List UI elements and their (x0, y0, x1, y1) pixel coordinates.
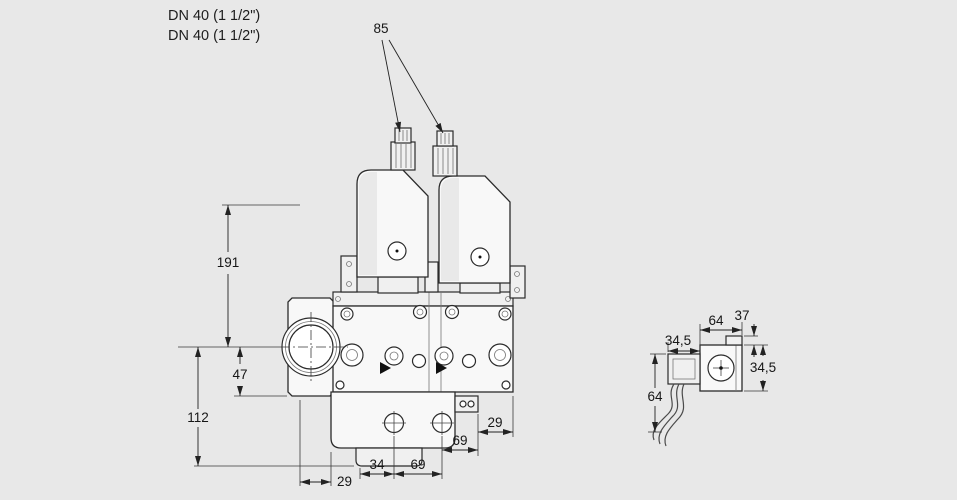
dim-cap-spacing-85: 85 (373, 21, 388, 36)
flow-arrow-icon (380, 362, 391, 374)
dim-body-height-34-5: 34,5 (750, 360, 776, 375)
terminal-screw (346, 261, 352, 267)
right-cap-knurling (437, 148, 454, 174)
side-view (652, 335, 743, 447)
side-port (467, 400, 475, 408)
lower-step (355, 447, 423, 467)
body-ports (335, 304, 512, 390)
rail-screw (335, 296, 341, 302)
port-center-dot (719, 366, 723, 370)
dim-center-to-bottom-112: 112 (187, 410, 209, 425)
rail-screw (505, 296, 511, 302)
dim-total-height-64: 64 (647, 389, 663, 404)
left-actuator-shade (359, 172, 377, 275)
connector-plug-face (672, 358, 696, 380)
flow-arrow-icon (436, 362, 447, 374)
terminal-screw (346, 281, 352, 287)
dim-center-to-flange-47: 47 (232, 367, 247, 382)
right-indicator-dot (478, 255, 482, 259)
connection-size-line1: DN 40 (1 1/2") (168, 8, 261, 24)
dim-body-width-64: 64 (708, 313, 724, 328)
right-actuator-shade (441, 178, 459, 281)
side-port (459, 400, 467, 408)
port-centerlines (382, 411, 454, 435)
side-view-dimensions: 34,5 64 37 34,5 64 (647, 308, 776, 433)
actuator-neck (377, 276, 419, 294)
dim-leader (381, 39, 402, 133)
terminal-box (509, 265, 526, 299)
body-top-rail (332, 291, 514, 307)
dim-port-spacing-69-right: 69 (452, 433, 467, 448)
valve-body (332, 305, 514, 393)
dim-leader (388, 39, 444, 134)
dim-plug-width-34-5: 34,5 (665, 333, 691, 348)
front-view (280, 127, 526, 467)
actuator-neck (459, 282, 501, 294)
front-view-dimensions: 85 191 47 112 29 (178, 21, 514, 489)
dim-edge-offset-29: 29 (487, 415, 502, 430)
dim-port-offset-34: 34 (369, 457, 385, 472)
dim-port-spacing-69-left: 69 (410, 457, 425, 472)
left-cap-knurling (395, 144, 412, 168)
right-knob-knurling (440, 133, 450, 144)
side-body-tab (725, 335, 743, 346)
terminal-screw (514, 271, 520, 277)
connection-size-label: DN 40 (1 1/2") DN 40 (1 1/2") (168, 6, 260, 46)
terminal-screw (514, 287, 520, 293)
connection-size-line2: DN 40 (1 1/2") (168, 28, 261, 44)
dim-flange-offset-29: 29 (337, 474, 352, 489)
dim-height-191: 191 (217, 255, 240, 270)
dim-tab-37: 37 (734, 308, 749, 323)
left-indicator-dot (395, 249, 399, 253)
